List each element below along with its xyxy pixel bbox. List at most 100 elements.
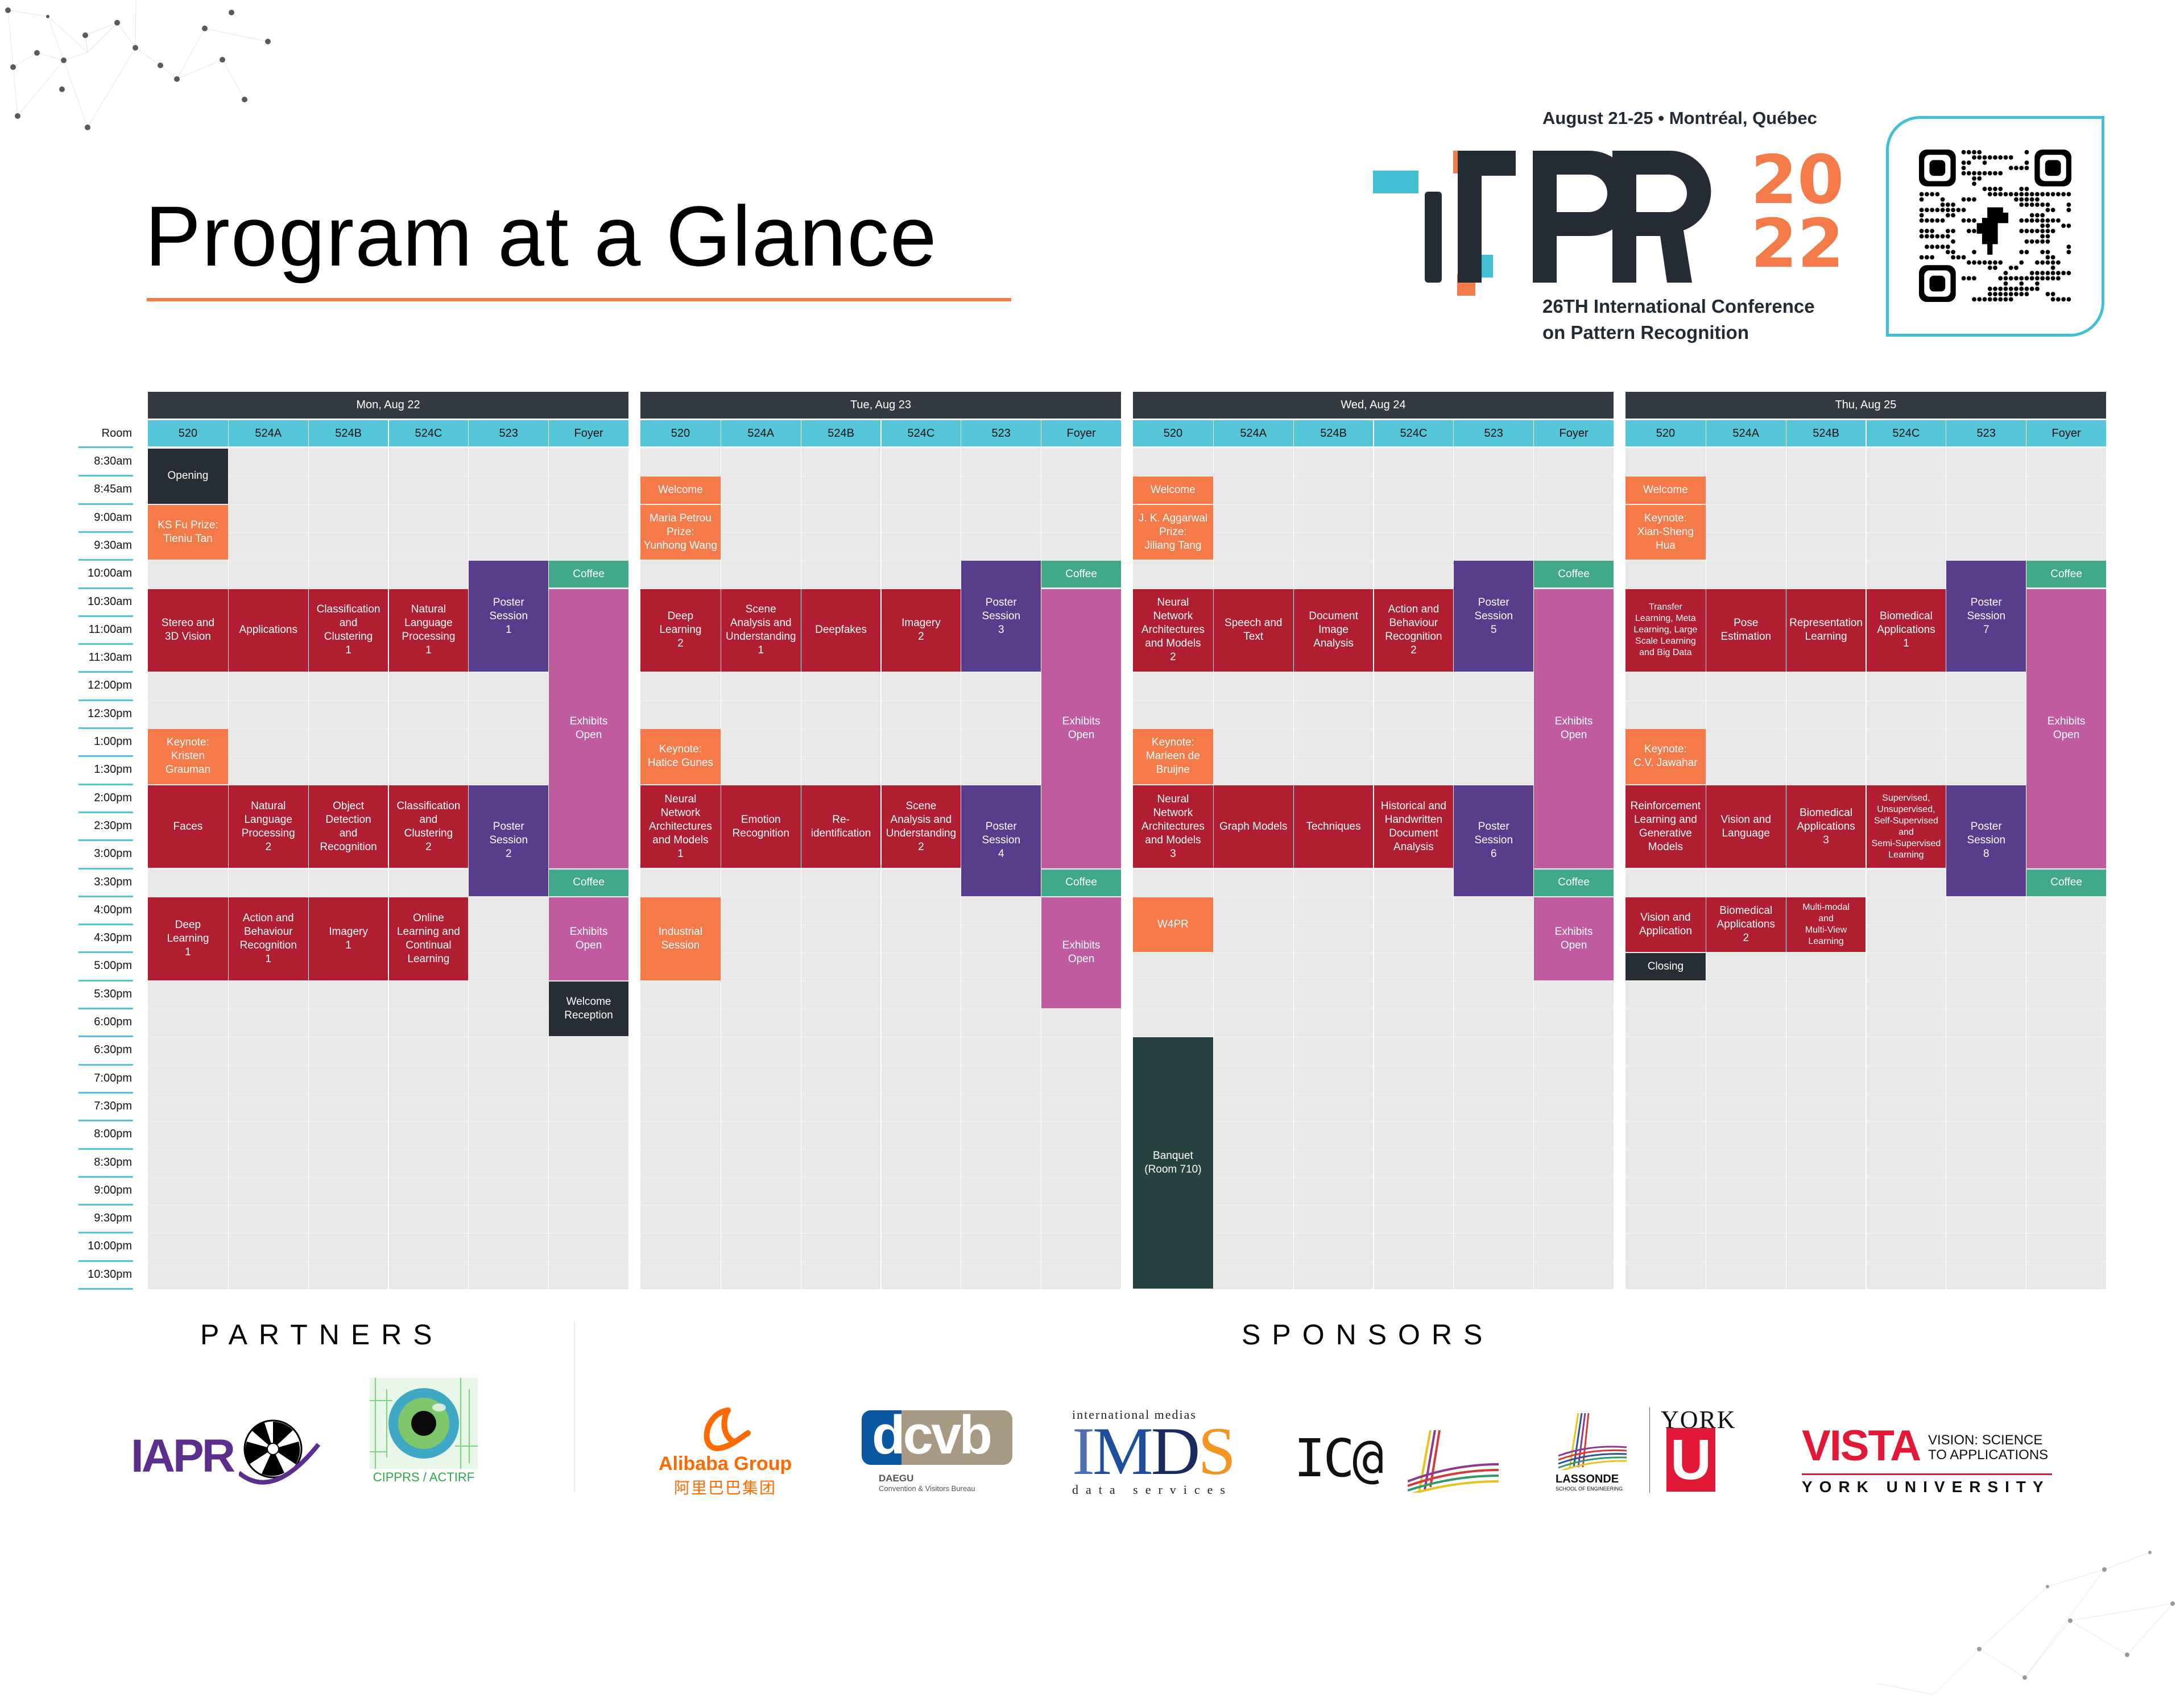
session-block[interactable]: Action and Behaviour Recognition 2 (1374, 589, 1454, 672)
session-block[interactable]: Faces (148, 785, 228, 868)
sponsor-logo-vista[interactable]: VISTA VISION: SCIENCE TO APPLICATIONS YO… (1802, 1424, 2052, 1498)
session-block[interactable]: Maria Petrou Prize: Yunhong Wang (640, 504, 721, 560)
session-block[interactable]: Coffee (1534, 869, 1614, 896)
qr-code-icon[interactable] (1919, 150, 2071, 302)
session-block[interactable]: Exhibits Open (1534, 897, 1614, 980)
time-divider (78, 951, 133, 954)
session-block[interactable]: Neural Network Architectures and Models … (1133, 785, 1213, 868)
session-block[interactable]: Welcome (640, 477, 721, 504)
session-block[interactable]: Re- identification (801, 785, 881, 868)
time-divider (78, 446, 133, 448)
session-block[interactable]: Keynote: Kristen Grauman (148, 729, 228, 784)
session-block[interactable]: Welcome (1133, 477, 1213, 504)
session-block[interactable]: Poster Session 4 (961, 785, 1041, 896)
session-block[interactable]: Poster Session 7 (1946, 561, 2026, 672)
session-block[interactable]: Welcome Reception (549, 981, 628, 1037)
session-block[interactable]: Graph Models (1213, 785, 1293, 868)
session-block[interactable]: Banquet (Room 710) (1133, 1037, 1213, 1289)
session-block[interactable]: Reinforcement Learning and Generative Mo… (1625, 785, 1706, 868)
session-block[interactable]: Poster Session 2 (469, 785, 549, 896)
session-block[interactable]: Natural Language Processing 2 (228, 785, 308, 868)
session-block[interactable]: Exhibits Open (2026, 589, 2106, 868)
session-block[interactable]: Poster Session 1 (469, 561, 549, 672)
session-block[interactable]: Coffee (549, 869, 628, 896)
room-header-524a: 524A (1706, 420, 1786, 446)
session-block[interactable]: Exhibits Open (549, 589, 628, 868)
session-block[interactable]: Welcome (1625, 477, 1706, 504)
room-column-foyer (2026, 448, 2106, 1289)
session-block[interactable]: Neural Network Architectures and Models … (1133, 589, 1213, 672)
session-block[interactable]: Biomedical Applications 1 (1866, 589, 1946, 672)
session-block[interactable]: Imagery 1 (308, 897, 388, 980)
partner-logo-iapr[interactable]: IAPR (125, 1416, 321, 1496)
session-block[interactable]: Coffee (1041, 869, 1121, 896)
session-block[interactable]: Exhibits Open (1534, 589, 1614, 868)
session-block[interactable]: Historical and Handwritten Document Anal… (1374, 785, 1454, 868)
session-block[interactable]: Deepfakes (801, 589, 881, 672)
session-block[interactable]: Scene Analysis and Understanding 1 (721, 589, 801, 672)
session-block[interactable]: Deep Learning 2 (640, 589, 721, 672)
session-block[interactable]: Keynote: Xian-Sheng Hua (1625, 504, 1706, 560)
session-block[interactable]: Pose Estimation (1706, 589, 1786, 672)
session-block[interactable]: Coffee (2026, 869, 2106, 896)
session-block[interactable]: KS Fu Prize: Tieniu Tan (148, 504, 228, 560)
session-block[interactable]: J. K. Aggarwal Prize: Jiliang Tang (1133, 504, 1213, 560)
session-block[interactable]: Imagery 2 (881, 589, 961, 672)
partner-logo-cipprs[interactable]: CIPPRS / ACTIRF (370, 1378, 478, 1486)
session-block[interactable]: Stereo and 3D Vision (148, 589, 228, 672)
session-block[interactable]: Keynote: Hatice Gunes (640, 729, 721, 784)
time-label: 8:30pm (94, 1156, 132, 1169)
session-block[interactable]: Coffee (2026, 561, 2106, 588)
session-block[interactable]: Online Learning and Continual Learning (388, 897, 469, 980)
room-column-524b (308, 448, 388, 1289)
session-block[interactable]: Scene Analysis and Understanding 2 (881, 785, 961, 868)
session-block[interactable]: Exhibits Open (1041, 589, 1121, 868)
session-block[interactable]: Vision and Language (1706, 785, 1786, 868)
session-block[interactable]: Document Image Analysis (1293, 589, 1374, 672)
session-block[interactable]: Applications (228, 589, 308, 672)
session-block[interactable]: W4PR (1133, 897, 1213, 953)
session-block[interactable]: Poster Session 6 (1454, 785, 1534, 896)
sponsor-logo-dcvb[interactable]: dcvb DAEGU Convention & Visitors Bureau (862, 1410, 1021, 1496)
session-block[interactable]: Biomedical Applications 2 (1706, 897, 1786, 953)
session-block[interactable]: Multi-modal and Multi-View Learning (1786, 897, 1866, 953)
session-block[interactable]: Neural Network Architectures and Models … (640, 785, 721, 868)
sponsor-logo-lassonde-york[interactable]: LASSONDE SCHOOL OF ENGINEERING YORK U (1556, 1406, 1736, 1493)
sponsor-logo-ical[interactable]: IC@ (1294, 1430, 1499, 1493)
sponsor-logo-alibaba[interactable]: Alibaba Group 阿里巴巴集团 (648, 1407, 819, 1498)
time-label: 5:30pm (94, 987, 132, 1000)
time-label: 4:00pm (94, 903, 132, 916)
session-block[interactable]: Transfer Learning, Meta Learning, Large … (1625, 589, 1706, 672)
session-block[interactable]: Biomedical Applications 3 (1786, 785, 1866, 868)
session-block[interactable]: Coffee (1041, 561, 1121, 588)
session-block[interactable]: Keynote: Marleen de Bruijne (1133, 729, 1213, 784)
session-block[interactable]: Keynote: C.V. Jawahar (1625, 729, 1706, 784)
room-header-foyer: Foyer (2026, 420, 2106, 446)
session-block[interactable]: Speech and Text (1213, 589, 1293, 672)
session-block[interactable]: Classification and Clustering 2 (388, 785, 469, 868)
time-divider (78, 1063, 133, 1066)
session-block[interactable]: Action and Behaviour Recognition 1 (228, 897, 308, 980)
session-block[interactable]: Industrial Session (640, 897, 721, 980)
session-block[interactable]: Poster Session 5 (1454, 561, 1534, 672)
session-block[interactable]: Vision and Application (1625, 897, 1706, 953)
session-block[interactable]: Opening (148, 449, 228, 504)
session-block[interactable]: Object Detection and Recognition (308, 785, 388, 868)
session-block[interactable]: Supervised, Unsupervised, Self-Supervise… (1866, 785, 1946, 868)
sponsor-logo-imds[interactable]: international medias IMDS data services (1072, 1407, 1236, 1497)
session-block[interactable]: Closing (1625, 953, 1706, 980)
session-block[interactable]: Coffee (1534, 561, 1614, 588)
session-block[interactable]: Natural Language Processing 1 (388, 589, 469, 672)
session-block[interactable]: Representation Learning (1786, 589, 1866, 672)
session-block[interactable]: Classification and Clustering 1 (308, 589, 388, 672)
room-column-524c (1374, 448, 1454, 1289)
session-block[interactable]: Poster Session 3 (961, 561, 1041, 672)
session-block[interactable]: Techniques (1293, 785, 1374, 868)
session-block[interactable]: Emotion Recognition (721, 785, 801, 868)
time-divider (78, 1204, 133, 1206)
session-block[interactable]: Coffee (549, 561, 628, 588)
session-block[interactable]: Poster Session 8 (1946, 785, 2026, 896)
session-block[interactable]: Exhibits Open (1041, 897, 1121, 1008)
session-block[interactable]: Deep Learning 1 (148, 897, 228, 980)
session-block[interactable]: Exhibits Open (549, 897, 628, 980)
